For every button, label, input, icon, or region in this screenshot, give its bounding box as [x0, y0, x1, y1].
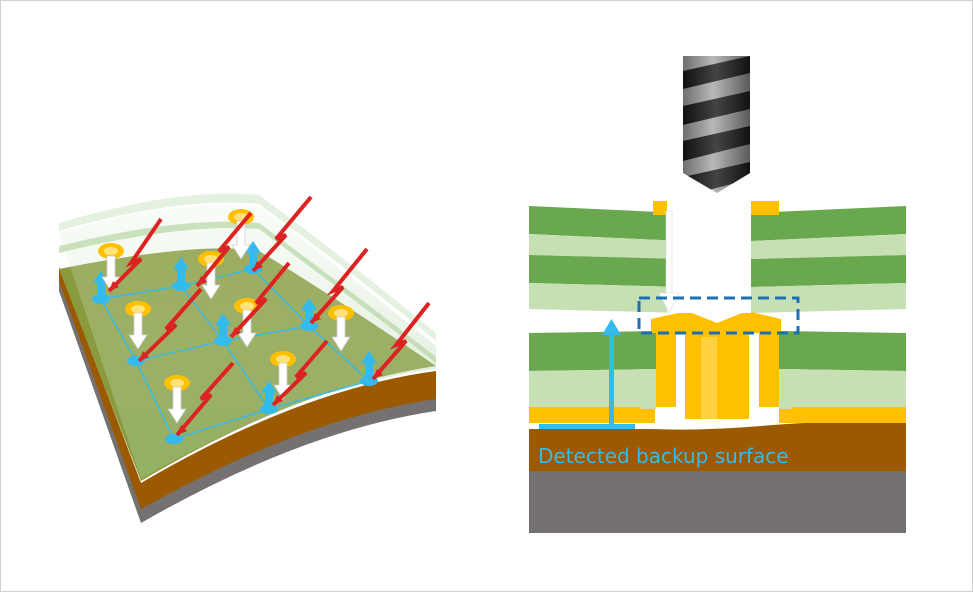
- drill-hole: [685, 201, 751, 313]
- drill-direction-arrows: [101, 220, 351, 424]
- drill-bit-icon: [683, 56, 750, 193]
- backup-surface-layer: [529, 421, 906, 471]
- backup-surface-label: Detected backup surface: [538, 444, 789, 468]
- laser-strikes: [107, 195, 431, 437]
- probe-arrow-icon: [539, 319, 635, 429]
- board-copper-layer: [59, 267, 436, 509]
- upper-laminate-left: [529, 206, 683, 313]
- copper-plating: [529, 201, 906, 423]
- upper-laminate-right: [751, 206, 906, 313]
- lower-laminate-right: [779, 331, 906, 411]
- curved-board-illustration: [59, 193, 436, 523]
- cross-section-illustration: Detected backup surface: [529, 56, 906, 533]
- target-depth-box: [637, 296, 800, 335]
- drill-target-pads: [98, 209, 354, 391]
- backup-board-layer: [529, 471, 906, 533]
- lower-laminate-left: [529, 331, 656, 411]
